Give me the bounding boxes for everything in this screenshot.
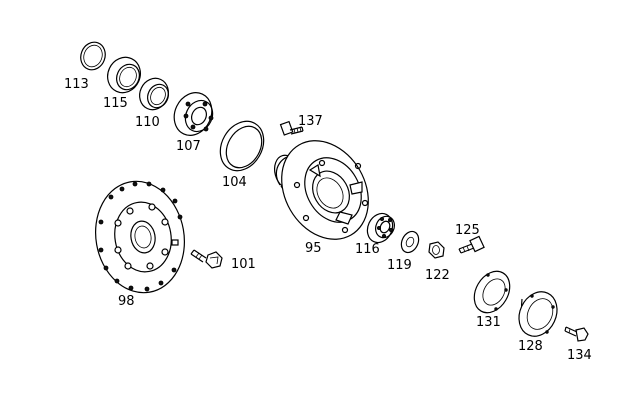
- part-128-cap: [518, 291, 558, 337]
- part-label-119: 119: [387, 258, 412, 273]
- part-101-bolt: [190, 249, 223, 269]
- part-label-107: 107: [176, 139, 201, 154]
- part-104-ring: [219, 120, 265, 172]
- part-125-bolt: [458, 235, 485, 254]
- part-122-nut: [428, 241, 445, 259]
- part-label-101: 101: [231, 257, 256, 272]
- part-label-116: 116: [355, 242, 380, 257]
- part-119-washer: [400, 230, 420, 254]
- part-label-98: 98: [118, 294, 135, 309]
- part-134-screw: [564, 326, 589, 342]
- part-110-race: [139, 77, 169, 111]
- part-98-brake-disc: [94, 180, 186, 294]
- part-137-bolt: [279, 120, 304, 136]
- part-131-gasket: [473, 270, 511, 314]
- part-label-113: 113: [64, 77, 89, 92]
- part-label-95: 95: [305, 241, 322, 256]
- part-label-131: 131: [476, 315, 501, 330]
- part-label-104: 104: [222, 175, 247, 190]
- part-label-125: 125: [455, 223, 480, 238]
- part-label-137: 137: [298, 114, 323, 129]
- part-label-110: 110: [135, 115, 160, 130]
- part-label-128: 128: [518, 339, 543, 354]
- part-label-115: 115: [103, 96, 128, 111]
- part-label-122: 122: [425, 268, 450, 283]
- part-label-134: 134: [567, 348, 592, 363]
- part-95-hub: [274, 140, 369, 240]
- part-116-bearing: [366, 212, 395, 244]
- part-107-bearing: [173, 92, 214, 136]
- part-113-seal-ring: [80, 41, 106, 71]
- part-115-race: [107, 56, 141, 94]
